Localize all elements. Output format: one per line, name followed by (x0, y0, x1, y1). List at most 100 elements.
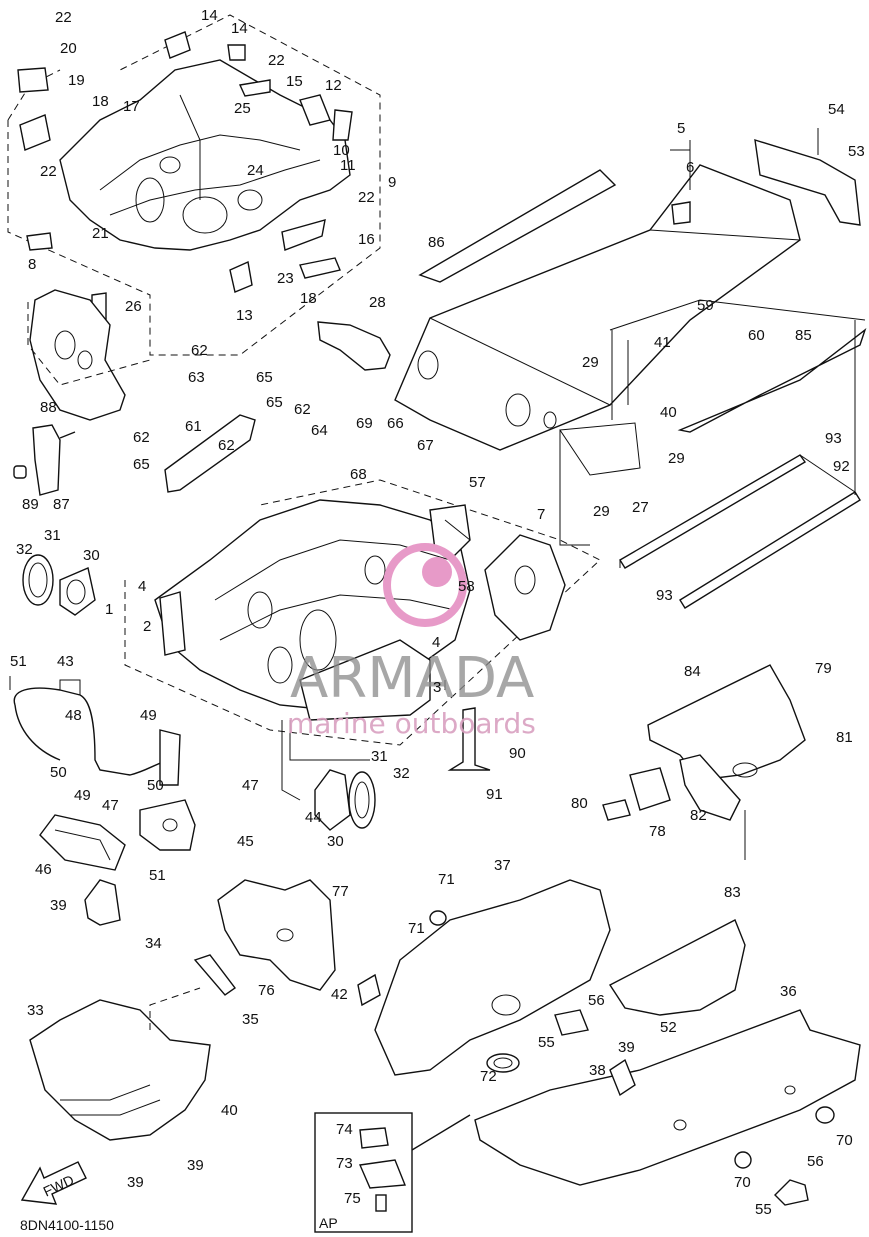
callout-76: 76 (258, 982, 275, 999)
callout-11: 11 (340, 157, 356, 174)
hood-37 (357, 879, 611, 1076)
callout-88: 88 (40, 399, 57, 416)
nose-cone-33 (29, 987, 211, 1141)
callout-56: 56 (807, 1153, 824, 1170)
callout-57: 57 (469, 474, 486, 491)
callout-13: 13 (236, 307, 253, 324)
callout-15: 15 (286, 73, 303, 90)
callout-34: 34 (145, 935, 162, 952)
callout-39: 39 (187, 1157, 204, 1174)
callout-84: 84 (684, 663, 701, 680)
bearing-housing-right (281, 720, 376, 831)
watermark-brand: ARMADA (290, 646, 534, 711)
callout-79: 79 (815, 660, 832, 677)
callout-91: 91 (486, 786, 503, 803)
callout-52: 52 (660, 1019, 677, 1036)
ap-label: AP (319, 1215, 338, 1231)
callout-9: 9 (388, 174, 396, 191)
callout-4: 4 (138, 578, 146, 595)
callout-5: 5 (677, 120, 685, 137)
callout-28: 28 (369, 294, 386, 311)
watermark-logo: ARMADA marine outboards (287, 543, 536, 740)
callout-37: 37 (494, 857, 511, 874)
callout-22: 22 (40, 163, 57, 180)
callout-27: 27 (632, 499, 649, 516)
callout-60: 60 (748, 327, 765, 344)
callout-64: 64 (311, 422, 328, 439)
callout-31: 31 (371, 748, 388, 765)
callout-38: 38 (589, 1062, 606, 1079)
callout-47: 47 (102, 797, 119, 814)
side-bracket-8 (27, 289, 151, 421)
callout-68: 68 (350, 466, 367, 483)
callout-65: 65 (266, 394, 283, 411)
callout-54: 54 (828, 101, 845, 118)
callout-22: 22 (358, 189, 375, 206)
callout-20: 20 (60, 40, 77, 57)
callout-56: 56 (588, 992, 605, 1009)
callout-70: 70 (836, 1132, 853, 1149)
callout-51: 51 (149, 867, 166, 884)
callout-73: 73 (336, 1155, 353, 1172)
callout-81: 81 (836, 729, 853, 746)
callout-29: 29 (582, 354, 599, 371)
bracket-34 (84, 879, 121, 926)
watermark-tagline: marine outboards (287, 707, 536, 740)
callout-55: 55 (538, 1034, 555, 1051)
bearing-housing-left (22, 554, 96, 616)
callout-86: 86 (428, 234, 445, 251)
callout-93: 93 (825, 430, 842, 447)
callout-43: 43 (57, 653, 74, 670)
callout-62: 62 (133, 429, 150, 446)
upper-front-frame (7, 14, 381, 356)
callout-8: 8 (28, 256, 36, 273)
callout-18: 18 (300, 290, 317, 307)
callout-14: 14 (201, 7, 218, 24)
callout-12: 12 (325, 77, 342, 94)
callout-26: 26 (125, 298, 142, 315)
callout-39: 39 (127, 1174, 144, 1191)
callout-65: 65 (256, 369, 273, 386)
callout-40: 40 (221, 1102, 238, 1119)
bracket-61 (164, 414, 256, 493)
callout-71: 71 (438, 871, 455, 888)
callout-22: 22 (268, 52, 285, 69)
callout-66: 66 (387, 415, 404, 432)
callout-48: 48 (65, 707, 82, 724)
panel-79-81 (602, 664, 806, 821)
callout-90: 90 (509, 745, 526, 762)
callout-32: 32 (16, 541, 33, 558)
callout-62: 62 (294, 401, 311, 418)
callout-4: 4 (432, 634, 440, 651)
callout-46: 46 (35, 861, 52, 878)
callout-93: 93 (656, 587, 673, 604)
callout-45: 45 (237, 833, 254, 850)
callout-75: 75 (344, 1190, 361, 1207)
callout-49: 49 (140, 707, 157, 724)
callout-82: 82 (690, 807, 707, 824)
callout-19: 19 (68, 72, 85, 89)
callout-32: 32 (393, 765, 410, 782)
callout-92: 92 (833, 458, 850, 475)
callout-59: 59 (697, 297, 714, 314)
bracket-28 (317, 321, 391, 371)
callout-89: 89 (22, 496, 39, 513)
callout-6: 6 (686, 159, 694, 176)
callout-33: 33 (27, 1002, 44, 1019)
callout-30: 30 (327, 833, 344, 850)
callout-10: 10 (333, 142, 350, 159)
callout-58: 58 (458, 578, 475, 595)
callout-36: 36 (780, 983, 797, 1000)
callout-44: 44 (305, 809, 322, 826)
callout-31: 31 (44, 527, 61, 544)
ap-inset: AP (314, 1112, 471, 1233)
side-panel-83-36 (474, 810, 861, 1206)
callout-30: 30 (83, 547, 100, 564)
watermark-dot-icon (422, 557, 452, 587)
watermark-ring-icon (383, 543, 467, 627)
callout-65: 65 (133, 456, 150, 473)
callout-23: 23 (277, 270, 294, 287)
callout-47: 47 (242, 777, 259, 794)
callout-42: 42 (331, 986, 348, 1003)
